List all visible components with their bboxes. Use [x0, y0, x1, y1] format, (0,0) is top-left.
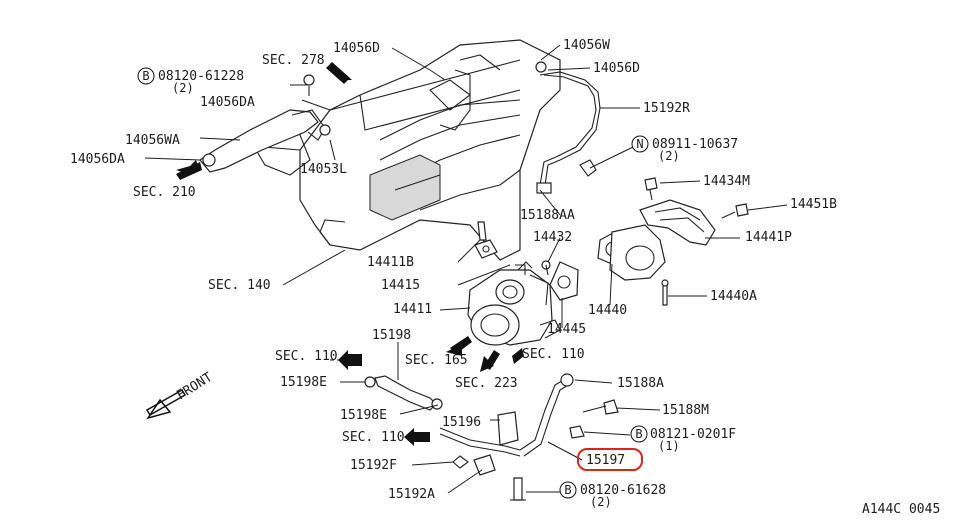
b-symbol-2: B [635, 427, 642, 441]
water-hose-drawing [199, 74, 331, 173]
label-14056W[interactable]: 14056W [563, 38, 610, 53]
label-08121-0201F[interactable]: 08121-0201F [650, 427, 736, 442]
exhaust-outlet-drawing [609, 199, 716, 306]
label-15196[interactable]: 15196 [442, 415, 481, 430]
label-08911-10637[interactable]: 08911-10637 [652, 137, 738, 152]
label-sec-110-c[interactable]: SEC. 110 [342, 430, 405, 445]
label-14434M[interactable]: 14434M [703, 174, 750, 189]
part-labels: 14056D SEC. 278 08120-61228 (2) 14056DA … [70, 38, 940, 517]
label-14451B[interactable]: 14451B [790, 197, 837, 212]
label-14440[interactable]: 14440 [588, 303, 627, 318]
label-08120-61228-qty: (2) [172, 81, 194, 95]
label-08120-61628[interactable]: 08120-61628 [580, 483, 666, 498]
label-sec-140[interactable]: SEC. 140 [208, 278, 271, 293]
label-08121-0201F-qty: (1) [658, 439, 680, 453]
label-14415[interactable]: 14415 [381, 278, 420, 293]
label-sec-165[interactable]: SEC. 165 [405, 353, 468, 368]
label-14440A[interactable]: 14440A [710, 289, 757, 304]
label-15188AA[interactable]: 15188AA [520, 208, 575, 223]
symbol-markers: B N B B [137, 67, 649, 499]
label-08120-61228[interactable]: 08120-61228 [158, 69, 244, 84]
label-15198E-1[interactable]: 15198E [280, 375, 327, 390]
b-symbol-1: B [142, 69, 149, 83]
n-symbol-1: N [636, 137, 643, 151]
label-14411[interactable]: 14411 [393, 302, 432, 317]
label-15188M[interactable]: 15188M [662, 403, 709, 418]
water-pipe-15192R-drawing [535, 61, 601, 194]
turbocharger-drawing [467, 264, 561, 346]
label-14445[interactable]: 14445 [547, 322, 586, 337]
label-14056DA-1[interactable]: 14056DA [200, 95, 255, 110]
label-sec-110-a[interactable]: SEC. 110 [275, 349, 338, 364]
highlight-15197 [577, 448, 643, 471]
label-08120-61628-qty: (2) [590, 495, 612, 509]
diagram-code: A144C 0045 [862, 502, 940, 517]
label-15192R[interactable]: 15192R [643, 101, 690, 116]
label-14056D-top[interactable]: 14056D [333, 41, 380, 56]
label-14441P[interactable]: 14441P [745, 230, 792, 245]
label-15198[interactable]: 15198 [372, 328, 411, 343]
b-symbol-3: B [564, 483, 571, 497]
label-14056WA[interactable]: 14056WA [125, 133, 180, 148]
section-arrows [145, 62, 524, 446]
label-15192F[interactable]: 15192F [350, 458, 397, 473]
label-15197[interactable]: 15197 [586, 453, 625, 468]
label-sec-210[interactable]: SEC. 210 [133, 185, 196, 200]
intake-manifold-drawing [239, 39, 561, 261]
label-sec-278[interactable]: SEC. 278 [262, 53, 325, 68]
oil-pipes-drawing [364, 373, 619, 501]
label-15198E-2[interactable]: 15198E [340, 408, 387, 423]
label-15192A[interactable]: 15192A [388, 487, 435, 502]
label-sec-110-b[interactable]: SEC. 110 [522, 347, 585, 362]
bolts-drawing [477, 177, 749, 276]
label-14056D-right[interactable]: 14056D [593, 61, 640, 76]
label-14053L[interactable]: 14053L [300, 162, 347, 177]
label-front: FRONT [174, 370, 215, 404]
label-14411B[interactable]: 14411B [367, 255, 414, 270]
leader-lines [144, 44, 788, 494]
label-14432[interactable]: 14432 [533, 230, 572, 245]
label-14056DA-2[interactable]: 14056DA [70, 152, 125, 167]
label-15188A[interactable]: 15188A [617, 376, 664, 391]
label-08911-10637-qty: (2) [658, 149, 680, 163]
label-sec-223[interactable]: SEC. 223 [455, 376, 518, 391]
